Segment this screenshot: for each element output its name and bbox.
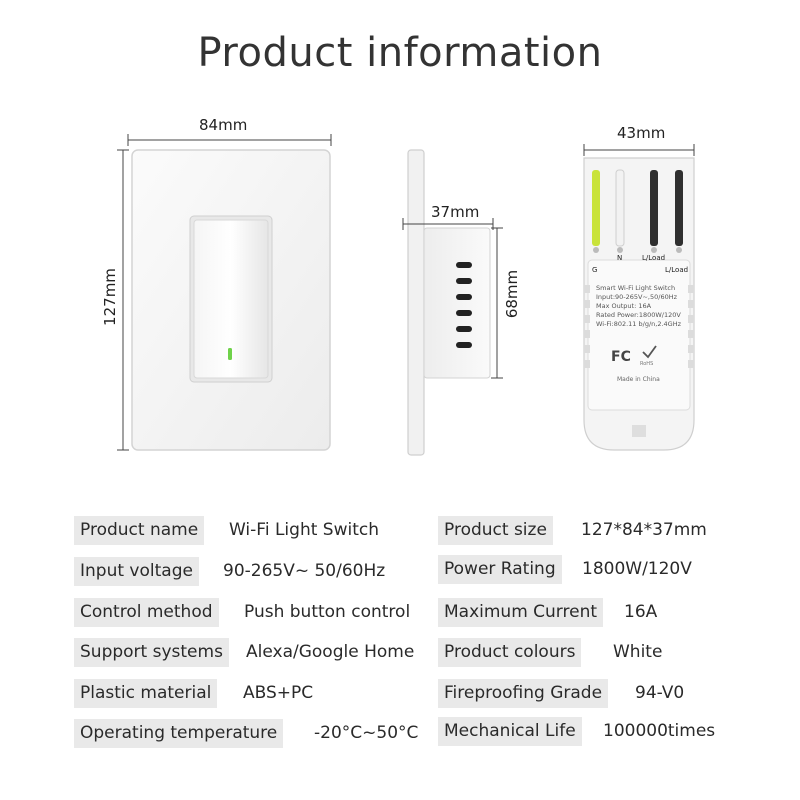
back-label-line: Wi-Fi:802.11 b/g/n,2.4GHz <box>596 320 681 328</box>
spec-value: Alexa/Google Home <box>246 642 415 662</box>
spec-label: Product colours <box>438 638 582 667</box>
page-title: Product information <box>197 30 603 76</box>
spec-value: White <box>613 642 663 662</box>
wire-neutral <box>615 169 625 247</box>
spec-label: Power Rating <box>438 555 562 584</box>
spec-value: 90-265V~ 50/60Hz <box>223 561 386 581</box>
back-width-label: 43mm <box>617 124 666 142</box>
status-led <box>228 348 232 360</box>
switch-back-view: FC <box>583 144 695 451</box>
spec-value: ABS+PC <box>243 683 314 703</box>
fc-mark-icon: FC <box>611 349 631 365</box>
spec-label: Control method <box>74 598 219 627</box>
switch-front-view <box>131 149 331 451</box>
wire-load-1 <box>650 170 658 246</box>
switch-side-view <box>402 149 503 456</box>
product-figure: FC 84mm 127mm 37mm 68mm 43mm G N L/Load … <box>101 116 695 456</box>
spec-label: Fireproofing Grade <box>438 679 609 708</box>
spec-value: Wi-Fi Light Switch <box>229 520 379 540</box>
product-illustration: FC <box>117 134 695 456</box>
made-in-label: Made in China <box>617 376 660 383</box>
spec-value: 94-V0 <box>635 683 685 703</box>
wire-ground <box>592 170 600 246</box>
side-depth-label: 37mm <box>431 203 480 221</box>
spec-value: 16A <box>624 602 658 622</box>
spec-label: Product name <box>74 516 205 545</box>
back-label-line: Smart Wi-Fi Light Switch <box>596 284 676 292</box>
back-label-line: Rated Power:1800W/120V <box>596 311 681 319</box>
spec-label: Plastic material <box>74 679 218 708</box>
spec-label: Product size <box>438 516 553 545</box>
spec-value: 100000times <box>603 721 716 741</box>
terminal-label: L/Load <box>665 266 689 274</box>
spec-label: Support systems <box>74 638 229 667</box>
spec-label: Input voltage <box>74 557 199 586</box>
wire-load-2 <box>675 170 683 246</box>
back-info-label: Smart Wi-Fi Light Switch Input:90-265V~,… <box>596 284 681 329</box>
spec-value: Push button control <box>244 602 411 622</box>
front-width-label: 84mm <box>199 116 248 134</box>
spec-value: 1800W/120V <box>582 559 692 579</box>
terminal-label: N <box>617 254 623 262</box>
spec-value: 127*84*37mm <box>581 520 707 540</box>
rohs-check-icon <box>642 345 657 359</box>
terminal-label: G <box>592 266 598 274</box>
front-width-dimension <box>127 134 332 146</box>
back-label-line: Max Output: 16A <box>596 302 652 310</box>
front-height-dimension <box>117 149 129 451</box>
spec-label: Mechanical Life <box>438 717 582 746</box>
spec-label: Operating temperature <box>74 719 284 748</box>
rohs-label: RoHS <box>640 361 654 367</box>
spec-value: -20°C~50°C <box>314 723 419 743</box>
spec-label: Maximum Current <box>438 598 604 627</box>
terminal-label: L/Load <box>642 254 666 262</box>
back-label-line: Input:90-265V~,50/60Hz <box>596 293 678 301</box>
